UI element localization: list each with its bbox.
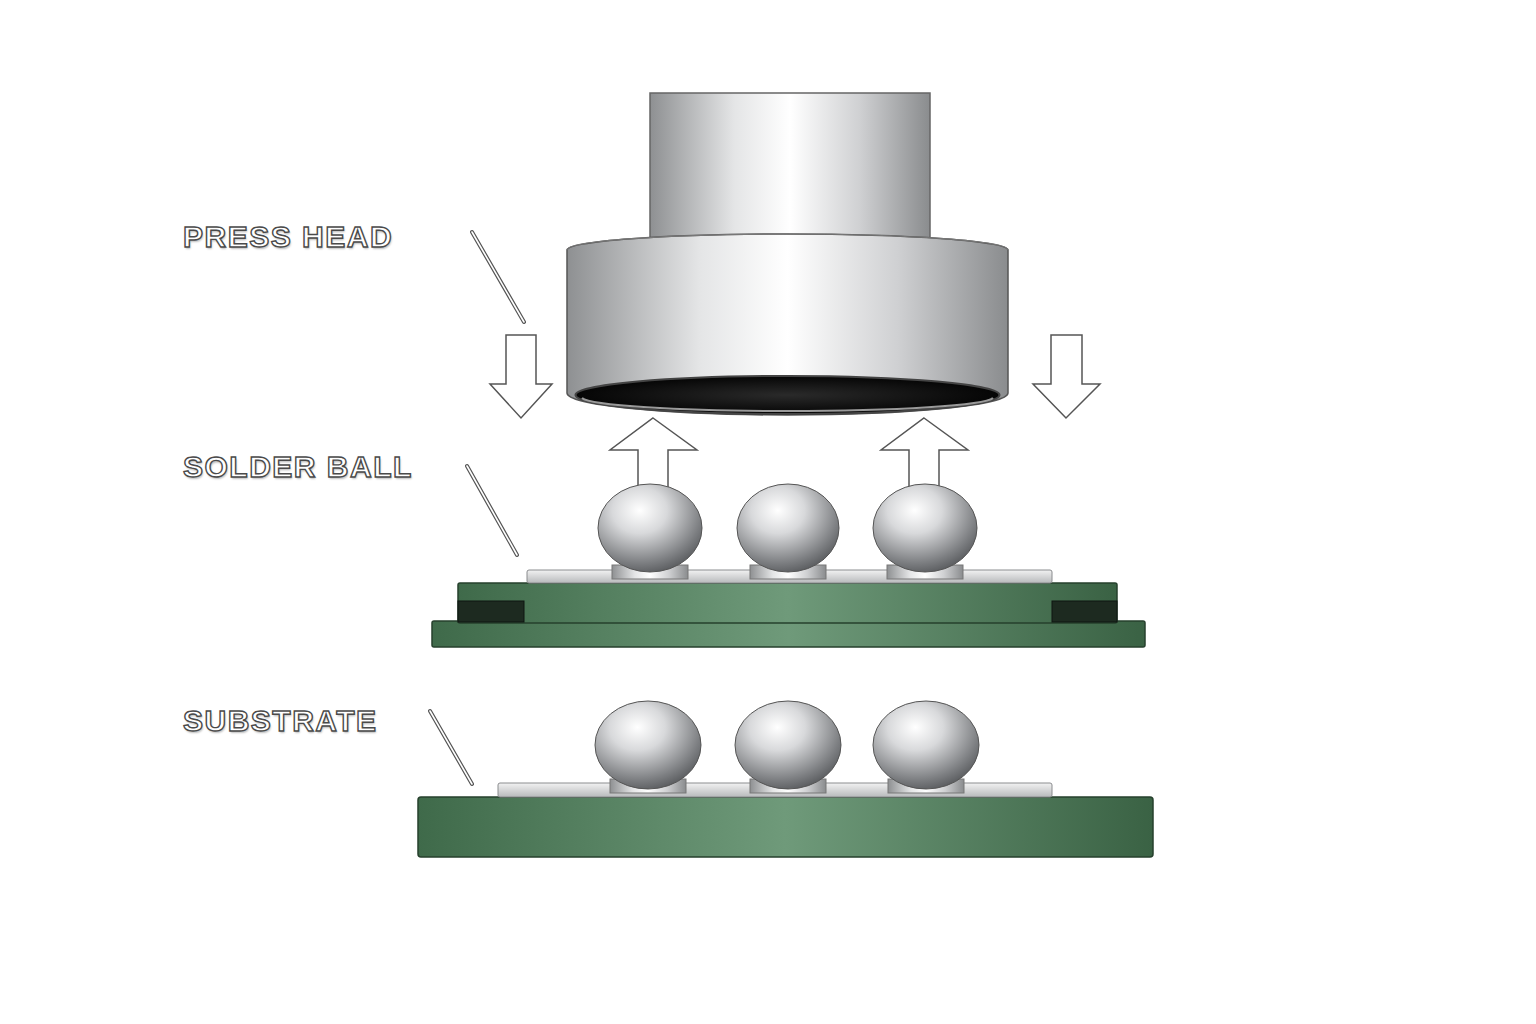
part-label: PRESS HEAD <box>183 222 393 252</box>
leader-line <box>430 711 472 784</box>
lower-substrate <box>418 783 1153 857</box>
leader-line <box>467 466 517 555</box>
upper-substrate <box>432 570 1145 647</box>
upper-solder-balls <box>598 484 977 579</box>
press-head <box>567 93 1008 415</box>
reaction-force-arrows <box>610 418 968 490</box>
part-label: SUBSTRATE <box>183 706 378 736</box>
press-force-arrows <box>490 335 1100 418</box>
lower-solder-balls <box>595 701 979 793</box>
part-label: SOLDER BALL <box>183 452 413 482</box>
leader-line <box>472 232 524 322</box>
leader-lines <box>430 232 524 784</box>
